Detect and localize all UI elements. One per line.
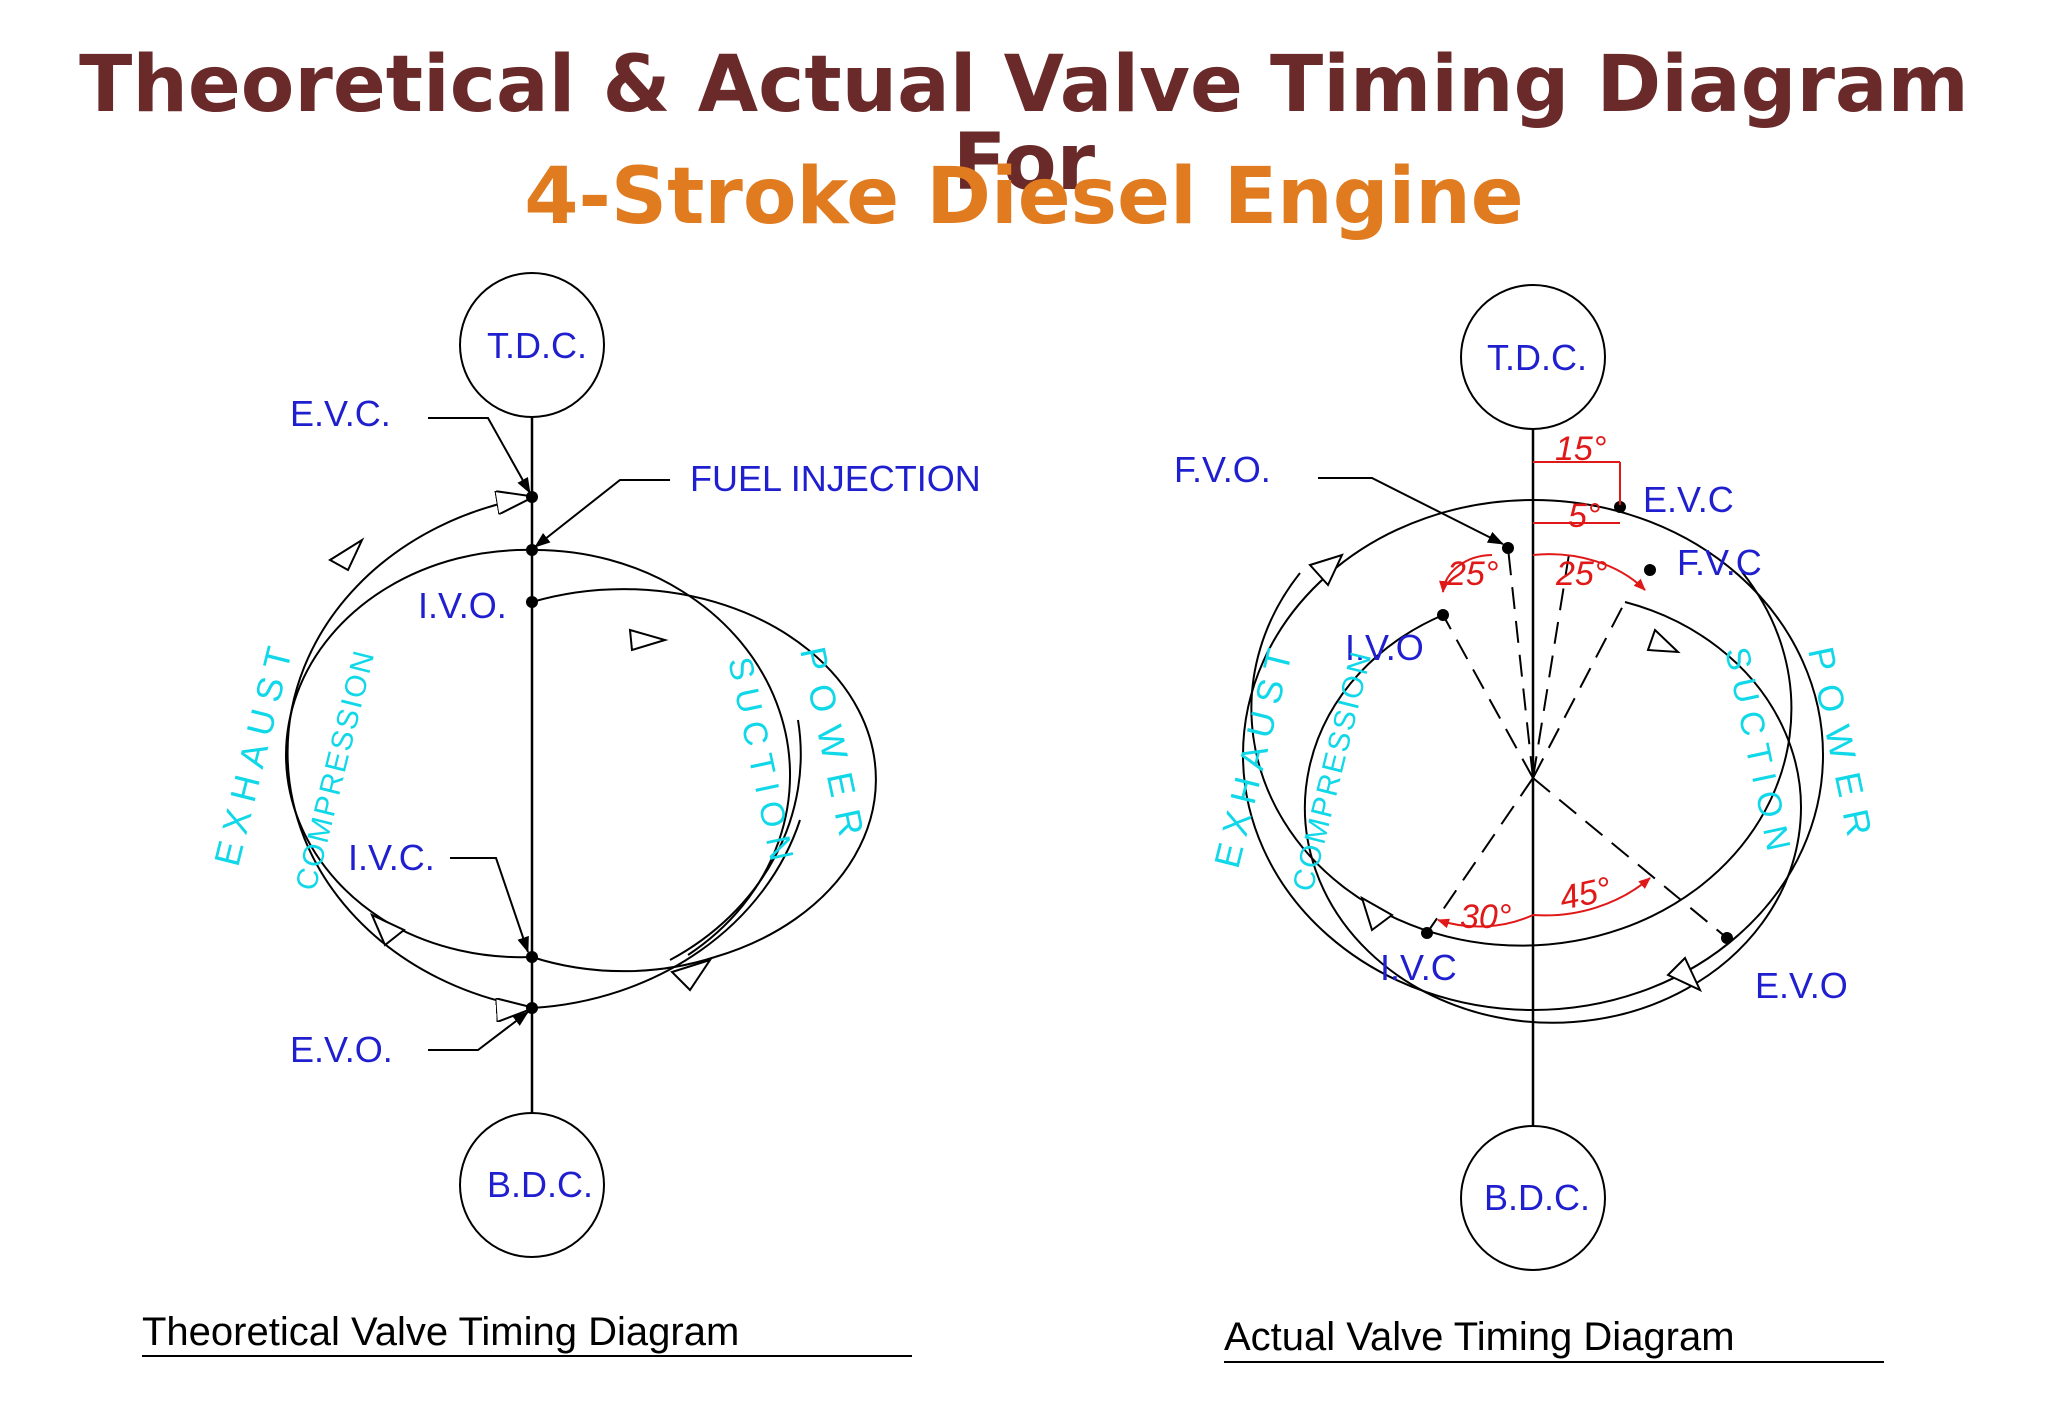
compression-stroke-label: COMPRESSION — [1287, 647, 1379, 895]
ivc-angle-label: 30° — [1460, 898, 1511, 936]
evo-label: E.V.O. — [290, 1029, 393, 1070]
evc-label: E.V.C — [1643, 479, 1734, 520]
angle-radials — [1426, 547, 1728, 939]
exhaust-arrow-icon — [328, 537, 365, 572]
fvo-label: F.V.O. — [1174, 449, 1271, 490]
bdc-label: B.D.C. — [1484, 1177, 1590, 1218]
evo-point — [526, 1002, 538, 1014]
exhaust-arc — [286, 497, 532, 1009]
fvo-leader — [1318, 477, 1504, 545]
ivo-point — [1437, 609, 1449, 621]
ivc-point — [526, 951, 538, 963]
title-line-1: Theoretical & Actual Valve Timing Diagra… — [79, 40, 1969, 208]
exhaust-stroke-label: EXHAUST — [1206, 636, 1302, 872]
evc-leader — [428, 417, 531, 494]
power-arc-bottom — [669, 719, 802, 961]
suction-arrow-icon — [628, 628, 669, 652]
fuel-injection-leader — [534, 479, 670, 548]
actual-caption: Actual Valve Timing Diagram — [1224, 1315, 1735, 1359]
tdc-label: T.D.C. — [487, 325, 587, 366]
evc-point — [1614, 501, 1626, 513]
fvo-angle-label: 25° — [1555, 555, 1607, 593]
fvo-point — [1502, 542, 1514, 554]
bdc-label: B.D.C. — [487, 1164, 593, 1205]
evo-leader — [428, 1011, 529, 1051]
exhaust-arrow-icon — [1308, 553, 1344, 587]
compression-arrow-icon — [1360, 895, 1394, 932]
evc-angle-label: 15° — [1555, 430, 1606, 468]
evo-point — [1721, 932, 1733, 944]
ivo-label: I.V.O — [1345, 627, 1424, 668]
ivc-point — [1421, 927, 1433, 939]
tdc-label: T.D.C. — [1487, 337, 1587, 378]
evc-label: E.V.C. — [290, 393, 391, 434]
theoretical-diagram: T.D.C. B.D.C. E.V.C. F — [142, 272, 981, 1357]
suction-arc-b — [531, 956, 716, 973]
power-arrow-icon — [1666, 956, 1703, 993]
suction-arc — [531, 588, 877, 958]
fvc-angle-label: 5° — [1568, 497, 1601, 535]
outer-ring — [1242, 499, 1824, 1011]
fvc-point — [1644, 564, 1656, 576]
ivo-angle-label: 25° — [1446, 555, 1498, 593]
evc-point — [526, 491, 538, 503]
fvc-label: F.V.C — [1677, 542, 1762, 583]
evo-angle-label: 45° — [1556, 870, 1614, 918]
compression-arrow-icon — [370, 912, 406, 947]
ivc-label: I.V.C — [1380, 947, 1457, 988]
angle-dimensions — [1437, 461, 1651, 929]
compression-arc — [285, 548, 533, 926]
compression-arc-b — [391, 924, 533, 959]
ivc-leader — [450, 857, 529, 953]
actual-diagram: T.D.C. B.D.C. — [1174, 284, 1884, 1363]
title-line-2: 4-Stroke Diesel Engine — [524, 152, 1524, 242]
middle-ring — [1250, 571, 1793, 947]
power-arc — [532, 819, 801, 1008]
ivo-point — [526, 596, 538, 608]
ivo-label: I.V.O. — [418, 585, 507, 626]
suction-arrow-icon — [1646, 628, 1681, 654]
power-stroke-label: POWER — [792, 643, 875, 853]
ivc-label: I.V.C. — [348, 837, 435, 878]
theoretical-caption: Theoretical Valve Timing Diagram — [142, 1310, 739, 1354]
fuel-injection-label: FUEL INJECTION — [690, 458, 981, 499]
evo-label: E.V.O — [1755, 965, 1848, 1006]
power-arrow-icon — [670, 958, 713, 992]
inner-ring — [1303, 601, 1802, 1024]
